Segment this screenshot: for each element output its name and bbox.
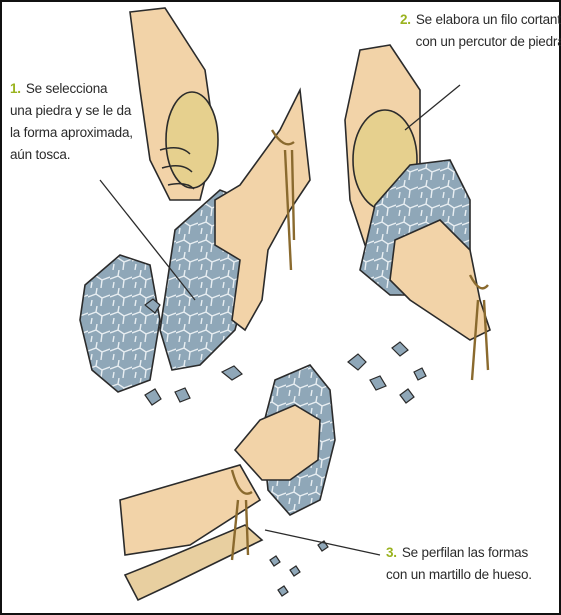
hammerstone-icon [166,92,218,188]
stone-flakes-icon [270,541,328,596]
step-3-number: 3. [386,545,397,560]
scene-2-holding-hand [390,220,490,340]
scene-1-rough-shaping [80,8,310,405]
step-2-line-1: 2.Se elabora un filo cortante [400,9,561,31]
step-1-number: 1. [10,81,21,96]
step-2-number: 2. [400,12,411,27]
step-1-caption: 1.Se selecciona una piedra y se le da la… [10,78,133,166]
step-3-line-2: con un martillo de hueso. [386,564,532,586]
step-1-line-2: una piedra y se le da [10,100,133,122]
step-3-line-1: 3.Se perfilan las formas [386,542,532,564]
step-2-line-2: con un percutor de piedra. [400,31,561,53]
step-1-line-4: aún tosca. [10,144,133,166]
step-2-caption: 2.Se elabora un filo cortante con un per… [400,9,561,53]
step-1-line-3: la forma aproximada, [10,122,133,144]
step-3-caption: 3.Se perfilan las formas con un martillo… [386,542,532,586]
stone-flakes-icon [348,342,426,403]
scene-2-cutting-edge [345,45,490,403]
scene-1-flat-stone [80,255,160,392]
step-1-line-1: 1.Se selecciona [10,78,133,100]
